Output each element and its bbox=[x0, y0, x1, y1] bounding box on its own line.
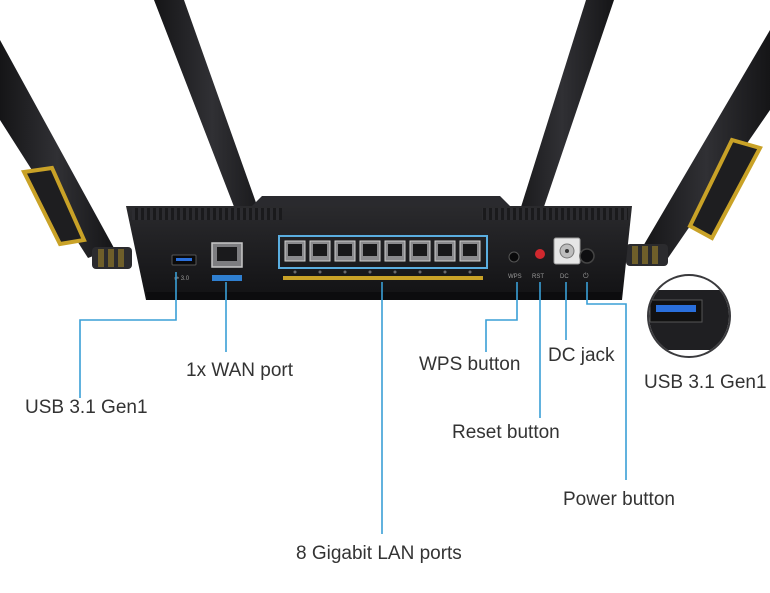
wps-marking: WPS bbox=[508, 274, 522, 280]
ethernet-port-icon bbox=[284, 240, 306, 274]
wan-port bbox=[211, 242, 243, 281]
antenna-icon bbox=[626, 30, 770, 266]
ethernet-port-icon bbox=[334, 240, 356, 274]
ethernet-port-icon bbox=[309, 240, 331, 274]
ethernet-port-icon bbox=[434, 240, 456, 274]
dc-jack-icon: DC bbox=[553, 237, 581, 280]
ethernet-port-icon bbox=[384, 240, 406, 274]
ethernet-port-icon bbox=[409, 240, 431, 274]
leader-lines bbox=[79, 272, 627, 534]
antenna-icon bbox=[510, 0, 614, 248]
leader-power bbox=[586, 282, 627, 480]
antenna-icon bbox=[154, 0, 270, 248]
leader-usb-left bbox=[79, 272, 177, 398]
svg-text:⇌ 3.0: ⇌ 3.0 bbox=[174, 275, 190, 282]
wps-button: WPS bbox=[508, 251, 522, 280]
antenna-icon bbox=[0, 40, 132, 269]
leader-wps bbox=[485, 282, 518, 352]
callout-power-button: Power button bbox=[563, 489, 675, 510]
callout-lan-ports: 8 Gigabit LAN ports bbox=[296, 543, 462, 564]
ethernet-port-icon bbox=[459, 240, 481, 274]
dc-marking: DC bbox=[560, 274, 569, 280]
power-button-icon: ⏻ bbox=[579, 248, 595, 280]
svg-text:⏻: ⏻ bbox=[583, 272, 589, 280]
lan-port-block bbox=[278, 235, 488, 280]
usb-port-right-zoom bbox=[647, 274, 731, 358]
ethernet-port-icon bbox=[359, 240, 381, 274]
reset-button-icon: RST bbox=[532, 249, 545, 280]
usb-port-left: ⇌ 3.0 bbox=[171, 254, 197, 282]
callout-usb-right: USB 3.1 Gen1 bbox=[644, 372, 767, 393]
callout-wps-button: WPS button bbox=[419, 354, 521, 375]
callout-wan-port: 1x WAN port bbox=[186, 360, 293, 381]
callout-usb-left: USB 3.1 Gen1 bbox=[25, 397, 148, 418]
callout-dc-jack: DC jack bbox=[548, 345, 615, 366]
callout-reset-button: Reset button bbox=[452, 422, 560, 443]
reset-marking: RST bbox=[532, 274, 544, 280]
